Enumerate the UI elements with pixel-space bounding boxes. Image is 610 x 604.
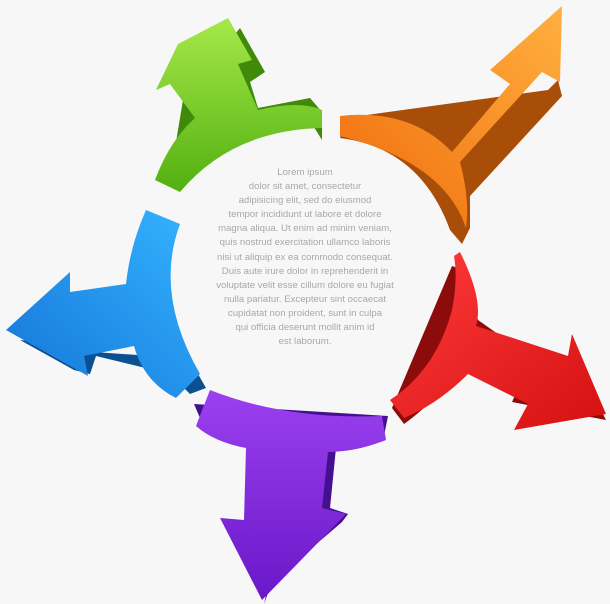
green-arrow [155, 18, 322, 192]
purple-arrow [194, 390, 388, 604]
center-body-text: Lorem ipsum dolor sit amet, consectetur … [216, 167, 394, 348]
orange-arrow [340, 6, 562, 244]
blue-arrow [6, 210, 206, 398]
red-arrow [390, 252, 606, 430]
